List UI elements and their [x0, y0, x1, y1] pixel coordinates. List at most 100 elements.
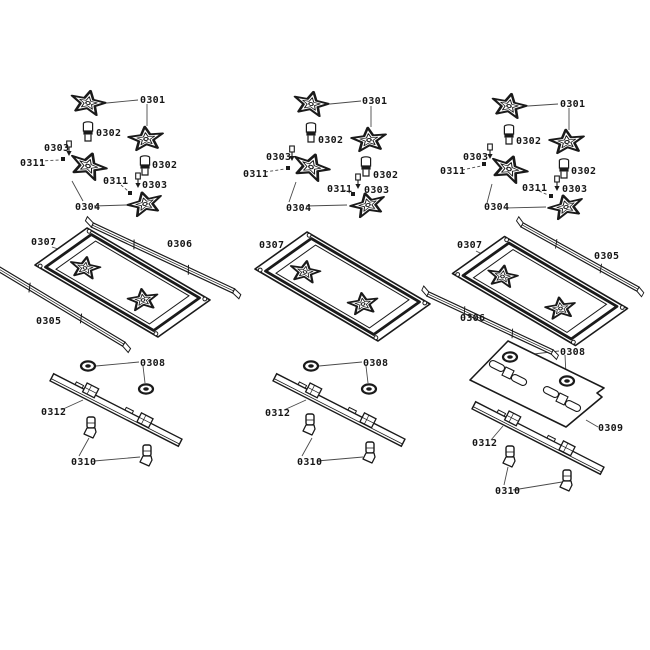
part-label-0304: 0304 [75, 202, 100, 213]
part-0308-cap-b [137, 383, 155, 395]
leader-line-0310 [78, 437, 141, 462]
part-0301-burner-star-b [126, 123, 166, 153]
part-label-0302-a: 0302 [96, 128, 121, 139]
leader-line-0311-b [120, 184, 129, 192]
part-0310-clip-a [502, 445, 516, 468]
part-label-0303-b: 0303 [142, 180, 167, 191]
part-label-0308: 0308 [140, 358, 165, 369]
part-0302-cylinder-b [360, 156, 372, 177]
leader-line-0304 [288, 181, 348, 207]
part-0311-dot-a [482, 162, 486, 166]
part-label-0312: 0312 [472, 438, 497, 449]
part-label-0303-a: 0303 [266, 152, 291, 163]
leader-line-0311-b [538, 190, 549, 196]
part-label-0311-b: 0311 [522, 183, 547, 194]
part-0303-pin-b [553, 175, 561, 192]
part-label-0309: 0309 [598, 423, 623, 434]
part-label-0311-a: 0311 [243, 169, 268, 180]
part-label-0308: 0308 [560, 347, 585, 358]
part-0301-burner-star-b [547, 126, 587, 156]
leader-line-0304 [71, 180, 127, 207]
part-label-0301: 0301 [362, 96, 387, 107]
part-0301-burner-star-a [290, 86, 332, 119]
part-0312-bracket-bar [272, 366, 409, 447]
part-0309-base-panel [469, 340, 605, 428]
part-0301-burner-star-a [488, 88, 530, 121]
part-label-0302-a: 0302 [516, 136, 541, 147]
part-label-0302-a: 0302 [318, 135, 343, 146]
part-label-0306: 0306 [460, 313, 485, 324]
assembly-column-3: 0301 0302 0303 0311 0302 0311 0303 0304 … [418, 88, 648, 497]
part-0308-cap-b [558, 375, 576, 387]
leader-line-0310 [503, 466, 563, 491]
leader-line-0311-a [264, 168, 286, 173]
part-label-0311-a: 0311 [440, 166, 465, 177]
part-label-0303-b: 0303 [562, 184, 587, 195]
part-label-0311-b: 0311 [327, 184, 352, 195]
part-0311-dot-b [351, 192, 355, 196]
part-0302-cylinder-b [558, 158, 570, 179]
leader-line-0301 [106, 99, 148, 126]
part-label-0303-b: 0303 [364, 185, 389, 196]
part-label-0303-a: 0303 [44, 143, 69, 154]
part-label-0310: 0310 [297, 457, 322, 468]
leader-line-0311-a [39, 159, 61, 162]
leader-line-0301 [527, 103, 570, 130]
part-label-0311-b: 0311 [103, 176, 128, 187]
part-0304-burner-star-a [289, 147, 334, 185]
leader-line-0312 [283, 399, 307, 411]
part-0301-burner-star-a [67, 85, 109, 118]
part-0308-cap-b [360, 383, 378, 395]
part-label-0301: 0301 [140, 95, 165, 106]
part-0302-cylinder-b [139, 155, 151, 176]
part-0310-clip-b [559, 469, 573, 492]
part-0302-cylinder-a [305, 122, 317, 143]
leader-line-0311-a [461, 165, 482, 171]
part-0310-clip-b [362, 441, 376, 464]
part-label-0301: 0301 [560, 99, 585, 110]
part-label-0311-a: 0311 [20, 158, 45, 169]
part-label-0307: 0307 [259, 240, 284, 251]
part-label-0305: 0305 [594, 251, 619, 262]
part-label-0312: 0312 [41, 407, 66, 418]
leader-line-0301 [329, 100, 372, 127]
leader-line-0311-b [343, 189, 351, 194]
part-label-0302-b: 0302 [373, 170, 398, 181]
leader-line-0308 [95, 361, 146, 384]
part-0303-pin-b [134, 172, 142, 189]
part-0302-cylinder-a [503, 124, 515, 145]
leader-line-0312 [490, 425, 504, 441]
part-0311-dot-a [61, 157, 65, 161]
part-label-0306: 0306 [167, 239, 192, 250]
part-0301-burner-star-b [349, 124, 389, 154]
part-0310-clip-a [302, 413, 316, 436]
part-label-0302-b: 0302 [571, 166, 596, 177]
part-0311-dot-a [286, 166, 290, 170]
part-0310-clip-a [83, 416, 97, 439]
leader-line-0304 [486, 183, 547, 209]
part-0304-burner-star-a [487, 149, 532, 187]
part-label-0310: 0310 [71, 457, 96, 468]
leader-line-0312 [60, 399, 84, 411]
part-0308-cap-a [79, 360, 97, 372]
leader-line-0308 [318, 361, 369, 384]
part-0302-cylinder-a [82, 121, 94, 142]
part-0310-clip-b [139, 444, 153, 467]
part-0311-dot-b [549, 194, 553, 198]
part-label-0307: 0307 [31, 237, 56, 248]
part-label-0304: 0304 [484, 202, 509, 213]
part-label-0307: 0307 [457, 240, 482, 251]
part-0303-pin-b [354, 173, 362, 190]
assembly-column-1: 0301 0302 0303 0311 0302 0311 0303 0304 … [0, 85, 244, 468]
part-label-0304: 0304 [286, 203, 311, 214]
leader-line-0310 [301, 437, 364, 462]
part-label-0305: 0305 [36, 316, 61, 327]
leader-line-0309 [585, 419, 599, 428]
part-label-0310: 0310 [495, 486, 520, 497]
part-0308-cap-a [501, 351, 519, 363]
part-label-0308: 0308 [363, 358, 388, 369]
part-0311-dot-b [128, 191, 132, 195]
part-label-0302-b: 0302 [152, 160, 177, 171]
assembly-column-2: 0301 0302 0303 0311 0302 0311 0303 0304 … [243, 86, 430, 468]
